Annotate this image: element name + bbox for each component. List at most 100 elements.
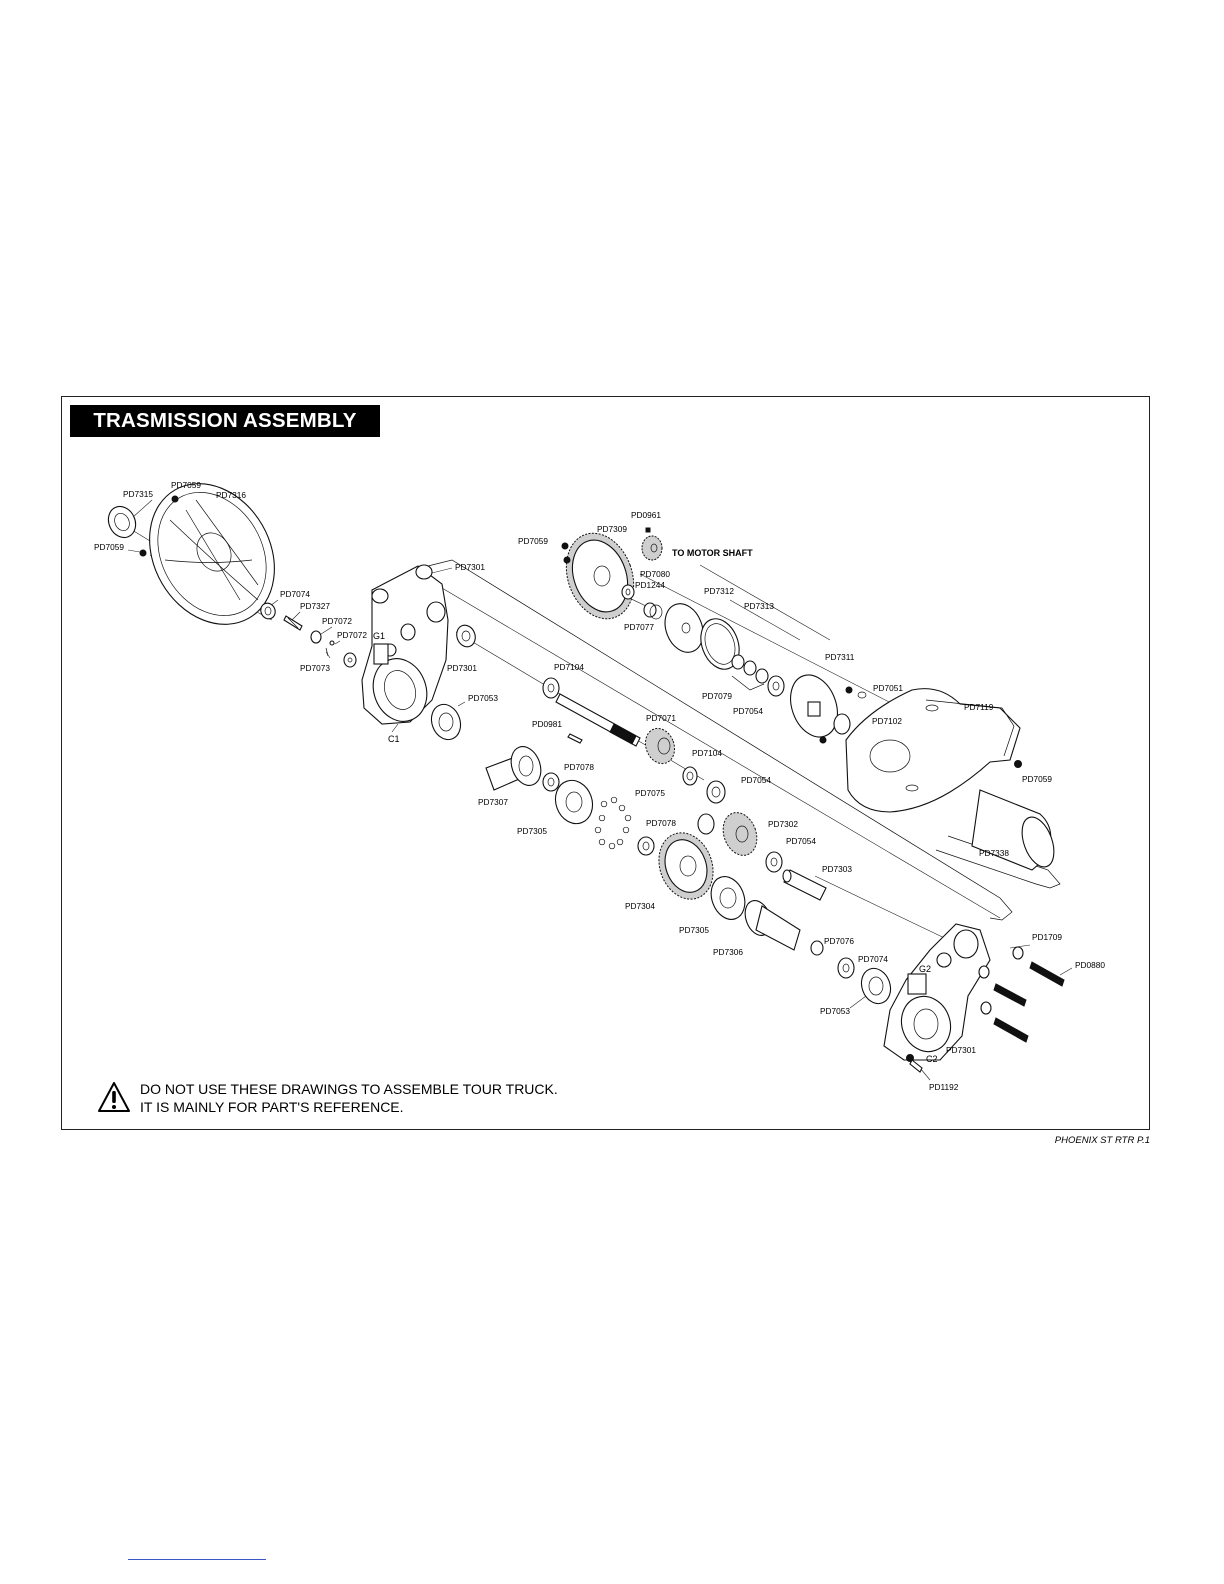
label-pd0961: PD0961 (631, 510, 661, 520)
pd7313-slipper-pad (700, 618, 740, 670)
label-pd1192: PD1192 (929, 1082, 959, 1092)
label-pd7315: PD7315 (123, 489, 153, 499)
pd7305-diff-plate-b (710, 876, 746, 920)
label-pd7054-a: PD7054 (733, 706, 763, 716)
pd7076-bushing (810, 940, 824, 956)
label-pd7059-d: PD7059 (1022, 774, 1052, 784)
pd7301-bearing-a (456, 624, 476, 648)
label-c2: C2 (926, 1054, 938, 1064)
label-c1: C1 (388, 734, 400, 744)
pd7077-spring (643, 602, 663, 620)
label-pd7059-a: PD7059 (171, 480, 201, 490)
label-pd7304: PD7304 (625, 901, 655, 911)
label-pd7307: PD7307 (478, 797, 508, 807)
pd7119-motor-plate (845, 688, 1021, 813)
pd0981-pin (567, 733, 583, 744)
g1-washer (343, 652, 357, 668)
page-footer: PHOENIX ST RTR P.1 (1054, 1135, 1150, 1146)
label-pd7119: PD7119 (964, 702, 994, 712)
warning-notice: DO NOT USE THESE DRAWINGS TO ASSEMBLE TO… (96, 1080, 616, 1116)
pd7080-pinion (641, 535, 663, 561)
pd7074-bushing-b (837, 957, 855, 979)
page-title: TRASMISSION ASSEMBLY (70, 405, 380, 437)
label-pd7303: PD7303 (822, 864, 852, 874)
pd7054-bearing-b (765, 851, 783, 873)
label-pd7051: PD7051 (873, 683, 903, 693)
label-pd7054-c: PD7054 (786, 836, 816, 846)
label-pd7072-a: PD7072 (322, 616, 352, 626)
pd7104-bearing-b (682, 766, 698, 786)
label-pd7054-b: PD7054 (741, 775, 771, 785)
label-pd0880: PD0880 (1075, 960, 1105, 970)
pd7102-bearing (833, 713, 851, 735)
label-pd7072-b: PD7072 (337, 630, 367, 640)
pd7075-diff-balls (594, 796, 632, 850)
pd7305-diff-plate-a (554, 779, 594, 825)
part-labels: PD7315 PD7059 PD7316 PD7059 PD7301 PD707… (94, 480, 1105, 1092)
label-g2: G2 (919, 964, 931, 974)
label-pd7104-a: PD7104 (554, 662, 584, 672)
pd7327-shaft (283, 615, 303, 631)
label-pd7080: PD7080 (640, 569, 670, 579)
pd7072-washer (310, 630, 335, 646)
label-pd1709: PD1709 (1032, 932, 1062, 942)
label-pd7309: PD7309 (597, 524, 627, 534)
pd7307-output-cup (485, 746, 542, 791)
pd7053-bearing-a (430, 703, 462, 741)
label-pd7073: PD7073 (300, 663, 330, 673)
diagram-frame (61, 396, 1150, 1130)
label-pd7312: PD7312 (704, 586, 734, 596)
label-pd7301-b: PD7301 (447, 663, 477, 673)
warning-line-2: IT IS MAINLY FOR PART'S REFERENCE. (140, 1099, 404, 1115)
label-pd7077: PD7077 (624, 622, 654, 632)
pd7303-idler-shaft (782, 869, 827, 901)
label-pd7059-c: PD7059 (518, 536, 548, 546)
pd7073-pin (325, 647, 329, 657)
pd7059-screw-c (561, 542, 571, 564)
c2-washers (978, 946, 1024, 1015)
pd7304-diff-gear (658, 832, 714, 900)
label-pd1244: PD1244 (635, 580, 665, 590)
label-pd7302: PD7302 (768, 819, 798, 829)
label-to-motor-shaft: TO MOTOR SHAFT (672, 548, 753, 558)
label-pd7078-b: PD7078 (646, 818, 676, 828)
pd7059-screw-b (139, 549, 147, 557)
pd7074-bushing (260, 602, 276, 620)
label-pd7059-b: PD7059 (94, 542, 124, 552)
label-pd7076: PD7076 (824, 936, 854, 946)
label-pd7301-a: PD7301 (455, 562, 485, 572)
pd0961-set-screw (645, 527, 651, 533)
pd7301-gearcase-c1 (361, 564, 449, 725)
pd7312-slipper-plate (664, 603, 704, 653)
label-pd7053-a: PD7053 (468, 693, 498, 703)
label-pd7313: PD7313 (744, 601, 774, 611)
pd7079-bearings (731, 654, 769, 691)
pd7053-bearing-b (860, 967, 892, 1005)
label-pd7079: PD7079 (702, 691, 732, 701)
pd7301-gearcase-c2 (883, 923, 991, 1061)
label-pd7074-a: PD7074 (280, 589, 310, 599)
warning-triangle-icon (98, 1082, 130, 1112)
pd7316-gear-cover (149, 483, 275, 625)
pd7309-spur-gear (565, 532, 635, 620)
pd1244-bearing (621, 584, 635, 600)
label-pd7102: PD7102 (872, 716, 902, 726)
label-pd7316: PD7316 (216, 490, 246, 500)
label-pd7071: PD7071 (646, 713, 676, 723)
pd0880-screws (993, 961, 1065, 1043)
label-pd7078-a: PD7078 (564, 762, 594, 772)
pd7306-output-cup (744, 900, 801, 951)
label-pd7075: PD7075 (635, 788, 665, 798)
label-g1: G1 (373, 631, 385, 641)
pd7051-screws (819, 686, 867, 744)
footer-link-underline[interactable] (128, 1559, 266, 1560)
pd7315-bearing (107, 505, 137, 539)
pd7104-bearing-a (542, 677, 560, 699)
pd7054-bearing-a (706, 780, 726, 804)
label-pd7301-c: PD7301 (946, 1045, 976, 1055)
label-pd7053-b: PD7053 (820, 1006, 850, 1016)
label-pd7311: PD7311 (825, 652, 855, 662)
label-pd7305-b: PD7305 (679, 925, 709, 935)
warning-line-1: DO NOT USE THESE DRAWINGS TO ASSEMBLE TO… (140, 1081, 558, 1097)
